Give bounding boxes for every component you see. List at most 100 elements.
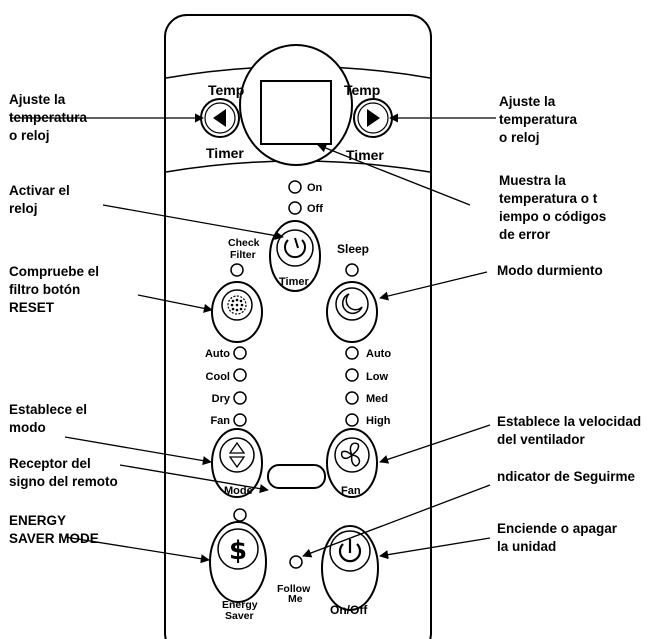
annotation-line: reloj (9, 201, 38, 216)
fan-label-auto: Auto (366, 348, 391, 360)
fan-light-auto (345, 346, 359, 360)
energy-saver-light (233, 508, 247, 522)
fan-label-high: High (366, 415, 391, 427)
mode-button-label: Mode (224, 485, 253, 497)
right-triangle-icon (367, 109, 380, 127)
annotation-line: temperatura (9, 110, 88, 125)
annotation-line: Receptor del (9, 456, 91, 471)
annotation-check-filter: Compruebe el filtro botón RESET (9, 263, 99, 317)
annotation-line: Establece la velocidad (497, 414, 642, 429)
power-button[interactable] (321, 525, 379, 611)
follow-me-light (289, 555, 303, 569)
filter-label: Filter (230, 249, 256, 261)
annotation-activate-timer: Activar el reloj (9, 182, 70, 218)
fan-light-med (345, 391, 359, 405)
fan-label-low: Low (366, 371, 388, 383)
display-bezel (239, 44, 353, 166)
filter-icon (227, 295, 247, 315)
off-label: Off (307, 203, 323, 215)
annotation-fan-speed: Establece la velocidad del ventilador (497, 413, 641, 449)
mode-light-auto (233, 346, 247, 360)
right-timer-label: Timer (346, 147, 384, 163)
sleep-button[interactable] (326, 281, 378, 343)
mode-label-auto: Auto (205, 348, 230, 360)
temp-up-button[interactable] (353, 98, 393, 138)
timer-button-label: Timer (279, 276, 309, 288)
annotation-adjust-right: Ajuste la temperatura o reloj (499, 93, 577, 147)
annotation-line: o reloj (499, 130, 540, 145)
left-temp-label: Temp (208, 82, 244, 98)
leader-lines (10, 113, 496, 564)
annotation-display: Muestra la temperatura o t iempo o códig… (499, 172, 606, 244)
annotation-follow-me: ndicator de Seguirme (497, 468, 635, 486)
onoff-button-label: On/Off (330, 603, 368, 617)
panel-outline (164, 14, 432, 639)
annotation-line: Compruebe el (9, 264, 100, 279)
power-icon (338, 539, 362, 563)
annotation-line: Ajuste la (499, 94, 556, 109)
mode-light-dry (233, 391, 247, 405)
sleep-label: Sleep (337, 242, 369, 256)
annotation-line: modo (9, 420, 46, 435)
annotation-line: ENERGY (9, 513, 67, 528)
on-label: On (307, 182, 323, 194)
moon-icon (342, 293, 363, 314)
mode-label-fan: Fan (210, 415, 230, 427)
check-label: Check (228, 237, 260, 249)
annotation-line: RESET (9, 300, 55, 315)
dollar-icon: $ (229, 536, 247, 566)
annotation-adjust-left: Ajuste la temperatura o reloj (9, 91, 87, 145)
check-filter-button[interactable] (211, 281, 263, 343)
annotation-line: Enciende o apagar (497, 521, 618, 536)
mode-label-cool: Cool (206, 371, 230, 383)
annotation-line: temperatura (499, 112, 578, 127)
annotation-line: de error (499, 227, 551, 242)
mode-light-cool (233, 368, 247, 382)
left-timer-label: Timer (206, 145, 244, 161)
fan-icon (340, 442, 361, 467)
mode-lights (233, 346, 247, 427)
mode-label-dry: Dry (212, 393, 231, 405)
saver-label: Saver (225, 610, 254, 622)
annotation-line: del ventilador (497, 432, 585, 447)
display-screen (260, 80, 332, 145)
annotation-line: Activar el (9, 183, 70, 198)
left-triangle-icon (213, 109, 226, 127)
check-filter-light (230, 263, 244, 277)
annotation-energy-saver: ENERGY SAVER MODE (9, 512, 99, 548)
annotation-line: Establece el (9, 402, 88, 417)
remote-receiver-window (267, 464, 326, 489)
fan-light-high (345, 413, 359, 427)
temp-down-button[interactable] (200, 98, 240, 138)
annotation-line: iempo o códigos (499, 209, 607, 224)
annotation-line: la unidad (497, 539, 557, 554)
fan-light-low (345, 368, 359, 382)
mode-button[interactable] (211, 428, 263, 498)
energy-label: Energy (222, 599, 258, 611)
annotation-line: temperatura o t (499, 191, 598, 206)
energy-saver-button[interactable]: $ (209, 521, 267, 603)
sleep-light (345, 263, 359, 277)
annotation-line: ndicator de Seguirme (497, 469, 636, 484)
annotation-power: Enciende o apagar la unidad (497, 520, 617, 556)
timer-icon (284, 237, 306, 259)
timer-on-light (288, 180, 302, 194)
right-temp-label: Temp (344, 82, 380, 98)
mode-up-icon (228, 441, 246, 454)
fan-button[interactable] (326, 428, 378, 498)
follow-label: Follow (277, 583, 311, 595)
annotation-line: filtro botón (9, 282, 81, 297)
mode-light-fan (233, 413, 247, 427)
annotation-sleep-mode: Modo durmiento (497, 262, 603, 280)
me-label: Me (288, 593, 303, 605)
annotation-line: signo del remoto (9, 474, 118, 489)
annotation-remote-receiver: Receptor del signo del remoto (9, 455, 118, 491)
timer-off-light (288, 201, 302, 215)
annotation-line: SAVER MODE (9, 531, 99, 546)
annotation-line: o reloj (9, 128, 50, 143)
fan-button-label: Fan (341, 485, 361, 497)
fan-label-med: Med (366, 393, 388, 405)
annotation-line: Modo durmiento (497, 263, 603, 278)
mode-down-icon (228, 456, 246, 469)
